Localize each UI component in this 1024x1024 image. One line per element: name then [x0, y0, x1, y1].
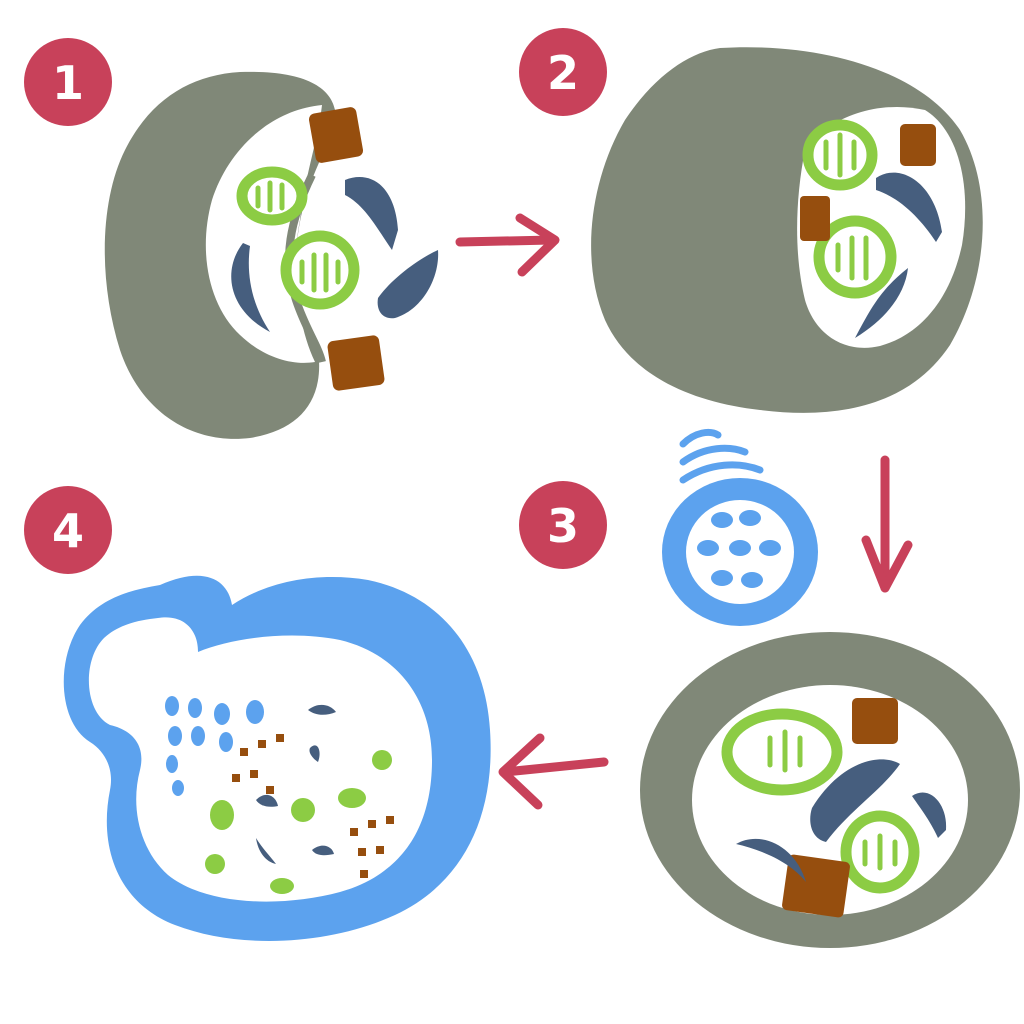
- step-badge-4: 4: [24, 486, 112, 574]
- chloroplast-icon: [802, 119, 878, 191]
- step-badge-1: 1: [24, 38, 112, 126]
- chloroplast-icon: [813, 215, 897, 299]
- arrow-3-to-4: [498, 733, 609, 810]
- step-badge-3: 3: [519, 481, 607, 569]
- cell-digested-icon: [63, 575, 491, 942]
- step-label-3: 3: [547, 499, 579, 553]
- arrow-2-to-3: [861, 455, 913, 593]
- chloroplast-icon: [721, 708, 843, 796]
- step-badge-2: 2: [519, 28, 607, 116]
- chloroplast-icon: [236, 166, 308, 226]
- cell-opening-icon: [104, 71, 439, 439]
- step-label-4: 4: [52, 504, 84, 558]
- step-label-1: 1: [52, 56, 84, 110]
- virus-particle-icon: [662, 428, 818, 626]
- cell-with-virus-icon: [640, 632, 1020, 948]
- cell-open-icon: [591, 47, 983, 413]
- chloroplast-icon: [840, 810, 920, 894]
- step-label-2: 2: [547, 46, 579, 100]
- chloroplast-icon: [280, 230, 360, 310]
- arrow-1-to-2: [455, 213, 560, 277]
